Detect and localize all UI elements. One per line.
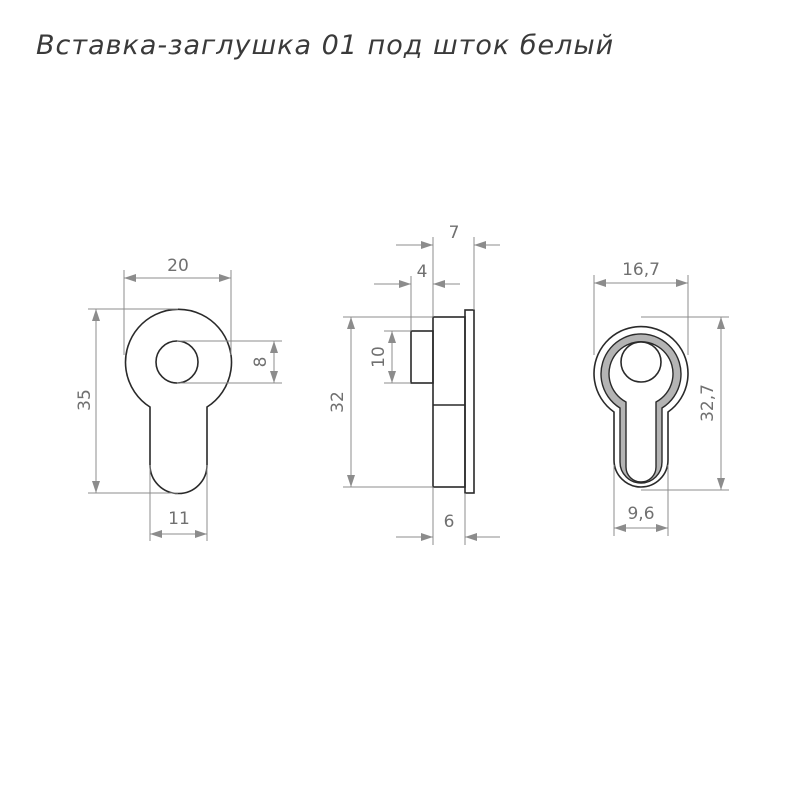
- rear-width-label: 16,7: [622, 260, 660, 280]
- side-body-depth-label: 6: [444, 512, 455, 532]
- rear-outer-outline: [593, 325, 689, 488]
- side-boss-height-label: 10: [369, 346, 389, 368]
- rear-slot-width-label: 9,6: [627, 504, 654, 524]
- front-body-outline: [124, 308, 233, 495]
- front-hole: [155, 340, 199, 384]
- rear-view: 16,7 32,7 9,6: [593, 260, 729, 536]
- front-view: 20 35 8 11: [75, 256, 282, 541]
- side-total-depth-label: 7: [449, 223, 460, 243]
- front-neck-label: 11: [168, 509, 190, 529]
- front-hole-label: 8: [251, 357, 271, 368]
- side-view: 7 4 10 32 6: [328, 223, 500, 545]
- drawing-title: Вставка-заглушка 01 под шток белый: [36, 30, 615, 61]
- front-width-label: 20: [167, 256, 189, 276]
- front-height-label: 35: [75, 389, 95, 411]
- rear-inner-slot: [608, 341, 674, 483]
- side-boss: [410, 330, 434, 384]
- rear-stem-hole: [620, 341, 662, 383]
- side-body: [432, 316, 466, 488]
- side-flange: [464, 309, 475, 494]
- side-boss-depth-label: 4: [417, 262, 428, 282]
- side-body-height-label: 32: [328, 391, 348, 413]
- rear-height-label: 32,7: [698, 384, 718, 422]
